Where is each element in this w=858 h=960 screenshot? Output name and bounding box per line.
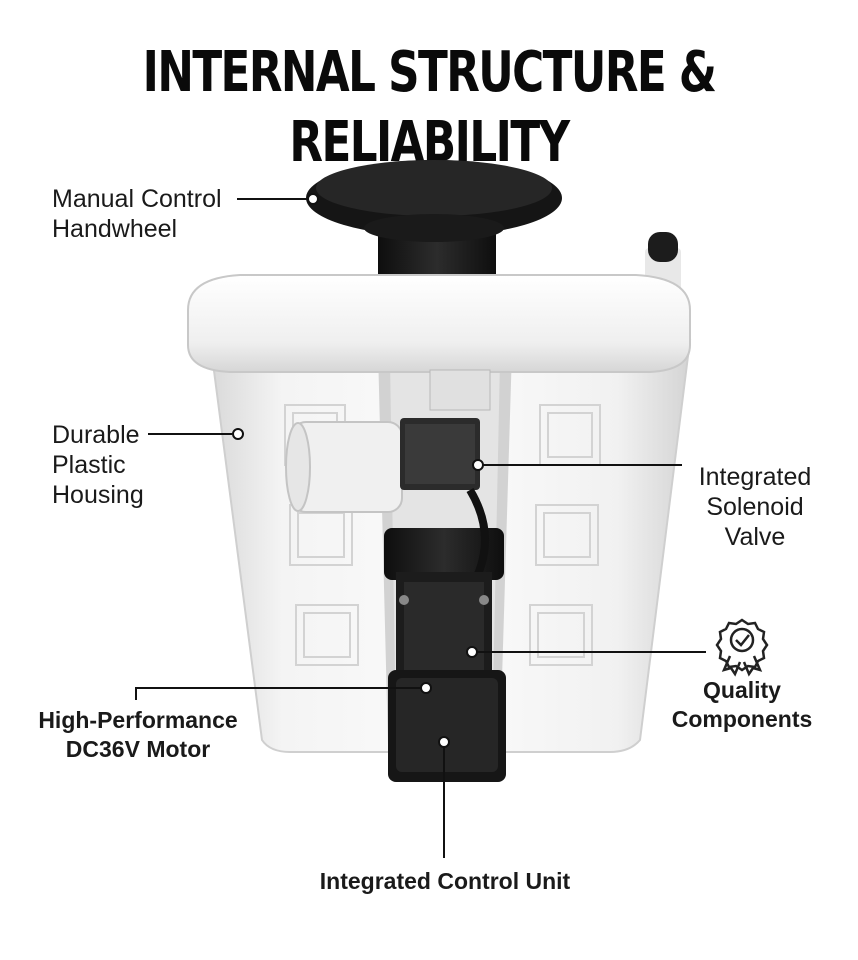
- callout-housing-line3: Housing: [52, 481, 144, 509]
- callout-control-unit: Integrated Control Unit: [319, 868, 571, 894]
- callout-motor-line2: DC36V Motor: [65, 736, 211, 762]
- callout-quality-line1: Quality: [703, 677, 781, 703]
- callout-solenoid: Integrated Solenoid Valve: [680, 462, 830, 552]
- page-title: INTERNAL STRUCTURE & RELIABILITY: [142, 40, 717, 175]
- inlet-pipe: [285, 421, 403, 513]
- dc-motor: [396, 572, 492, 682]
- solenoid-valve: [400, 369, 491, 490]
- callout-handwheel: Manual Control Handwheel: [52, 184, 222, 244]
- callout-housing: Durable Plastic Housing: [52, 420, 144, 510]
- control-unit-box: [388, 670, 506, 782]
- callout-solenoid-line1: Integrated: [698, 463, 812, 491]
- callout-handwheel-line1: Manual Control: [52, 185, 222, 213]
- quality-badge-icon: [715, 618, 769, 677]
- callout-quality: Quality Components: [662, 676, 822, 734]
- callout-solenoid-line2: Solenoid: [706, 493, 804, 521]
- callout-quality-line2: Components: [671, 706, 813, 732]
- callout-motor: High-Performance DC36V Motor: [30, 706, 246, 764]
- callout-solenoid-line3: Valve: [724, 523, 786, 551]
- callout-dots: [232, 193, 484, 748]
- callout-handwheel-line2: Handwheel: [52, 215, 178, 243]
- callout-lines: [135, 198, 706, 858]
- callout-housing-line2: Plastic: [52, 451, 126, 479]
- callout-motor-line1: High-Performance: [38, 707, 238, 733]
- handwheel: [306, 160, 562, 275]
- callout-housing-line1: Durable: [52, 421, 140, 449]
